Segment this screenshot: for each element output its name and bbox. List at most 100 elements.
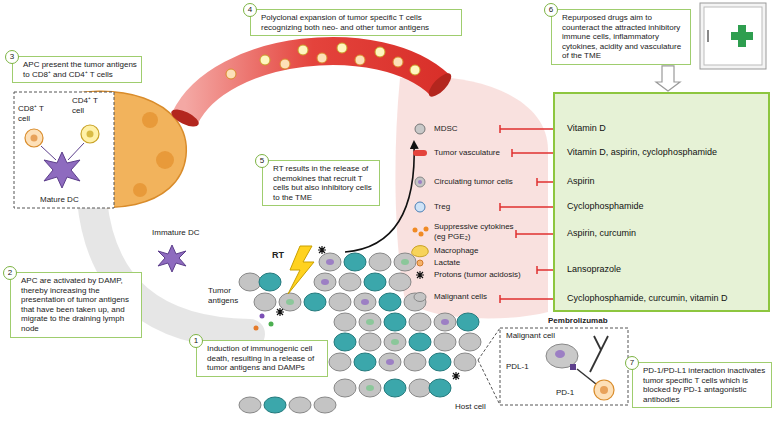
host-cell <box>354 353 376 371</box>
tumor-cell <box>359 333 381 351</box>
callout-number: 7 <box>625 356 639 370</box>
callout-box: 4Polyclonal expansion of tumor specific … <box>250 9 462 36</box>
cell-nucleus <box>441 319 449 325</box>
tumor-cell <box>319 253 341 271</box>
inset-box <box>14 92 114 208</box>
lymph-lobule <box>142 112 158 128</box>
cell-nucleus <box>386 359 394 365</box>
callout-number: 6 <box>544 3 558 17</box>
proton-icon <box>416 271 424 279</box>
tumor-cell <box>359 313 381 331</box>
callout-box: 3APC present the tumor antigens to CD8⁺ … <box>12 56 142 83</box>
damp-symbol <box>276 308 284 316</box>
cell-label: CD8⁺ T cell <box>18 104 52 123</box>
tumor-cell <box>434 333 456 351</box>
tumor-cell <box>314 397 336 413</box>
target-label: Suppressive cytokines (eg PGE₂) <box>434 222 514 241</box>
tumor-cell <box>389 273 411 291</box>
host-cell <box>344 253 366 271</box>
callout-box: 1Induction of immunogenic cell death, re… <box>196 340 328 377</box>
cabinet-handle <box>707 30 709 42</box>
target-label: Lactate <box>434 258 460 268</box>
drug-name: Cyclophosphamide, curcumin, vitamin D <box>567 293 728 304</box>
cell-label: Tumor antigens <box>208 286 250 305</box>
tumor-cell <box>404 353 426 371</box>
antigen-dot <box>269 322 274 327</box>
tumor-cell <box>369 253 391 271</box>
vasculature-icon <box>413 150 427 156</box>
inhibition-line <box>537 178 553 186</box>
t-cell <box>393 57 403 67</box>
callout-number: 5 <box>255 154 269 168</box>
host-cell <box>379 293 401 311</box>
host-cell <box>304 293 326 311</box>
inhibition-line <box>512 149 553 157</box>
target-label: Malignant cells <box>434 292 487 302</box>
cytokine-dot <box>419 232 424 237</box>
drug-label: Pembrolizumab <box>548 316 608 326</box>
pd1-receptor <box>577 369 596 384</box>
treg-icon <box>415 202 425 212</box>
ctc-icon <box>415 177 425 187</box>
cell-label: Mature DC <box>40 195 79 205</box>
callout-text: APC are activated by DAMP, thereby incre… <box>21 276 137 334</box>
antibody <box>590 336 608 372</box>
radiation-label: RT <box>272 250 284 261</box>
inhibition-line <box>537 266 553 274</box>
lymph-lobule <box>156 151 174 169</box>
t-cell <box>355 55 365 65</box>
tumor-cell <box>434 313 456 331</box>
cell-nucleus <box>31 135 38 142</box>
tumor-cell <box>254 293 276 311</box>
callout-box: 6Repurposed drugs aim to counteract the … <box>551 9 691 65</box>
cell-nucleus <box>321 279 329 285</box>
circulation-region <box>395 77 548 319</box>
tumor-cell <box>239 397 261 413</box>
cell-nucleus <box>286 299 294 305</box>
tumor-cell <box>394 253 416 271</box>
host-cell <box>429 353 451 371</box>
drug-panel: Vitamin DVitamin D, aspirin, cyclophosph… <box>553 92 770 312</box>
target-label: Macrophage <box>434 246 478 256</box>
first-aid-cross <box>731 32 753 40</box>
callout-number: 4 <box>243 3 257 17</box>
t-cell <box>375 47 385 57</box>
callout-number: 1 <box>189 334 203 348</box>
tumor-cell <box>359 379 381 397</box>
tumor-cell <box>339 273 361 291</box>
cd8-t-cell <box>25 129 43 147</box>
tumor-cell <box>454 353 476 371</box>
tumor-cell <box>314 273 336 291</box>
pdl1-ligand <box>570 364 576 370</box>
callout-text: APC present the tumor antigens to CD8⁺ a… <box>23 60 137 79</box>
cell-nucleus <box>418 180 422 184</box>
block-arrow <box>656 66 680 91</box>
inhibition-line <box>500 295 553 303</box>
host-cell <box>264 397 286 413</box>
mature-dc <box>44 152 80 188</box>
callout-text: PD-1/PD-L1 interaction inactivates tumor… <box>643 366 767 404</box>
cd4-t-cell <box>81 125 99 143</box>
cell-nucleus <box>87 131 94 138</box>
cell-nucleus <box>600 386 608 394</box>
drug-name: Cyclophosphamide <box>567 201 644 212</box>
callout-text: RT results in the release of chemokines … <box>273 164 375 202</box>
host-cell <box>384 379 406 397</box>
host-cell <box>409 333 431 351</box>
host-cell <box>334 333 356 351</box>
callout-number: 2 <box>3 266 17 280</box>
immature-dc <box>158 245 186 272</box>
cell-nucleus <box>366 319 374 325</box>
drug-name: Vitamin D, aspirin, cyclophosphamide <box>567 147 717 158</box>
tumor-cell <box>409 379 431 397</box>
cabinet-door <box>704 7 762 65</box>
t-cell <box>337 43 347 53</box>
drug-name: Aspirin <box>567 176 595 187</box>
t-cell <box>280 59 290 69</box>
drug-name: Lansoprazole <box>567 264 621 275</box>
callout-text: Polyclonal expansion of tumor specific T… <box>261 13 457 32</box>
vessel-end <box>425 70 454 100</box>
t-cell <box>260 55 270 65</box>
t-cell <box>298 45 308 55</box>
